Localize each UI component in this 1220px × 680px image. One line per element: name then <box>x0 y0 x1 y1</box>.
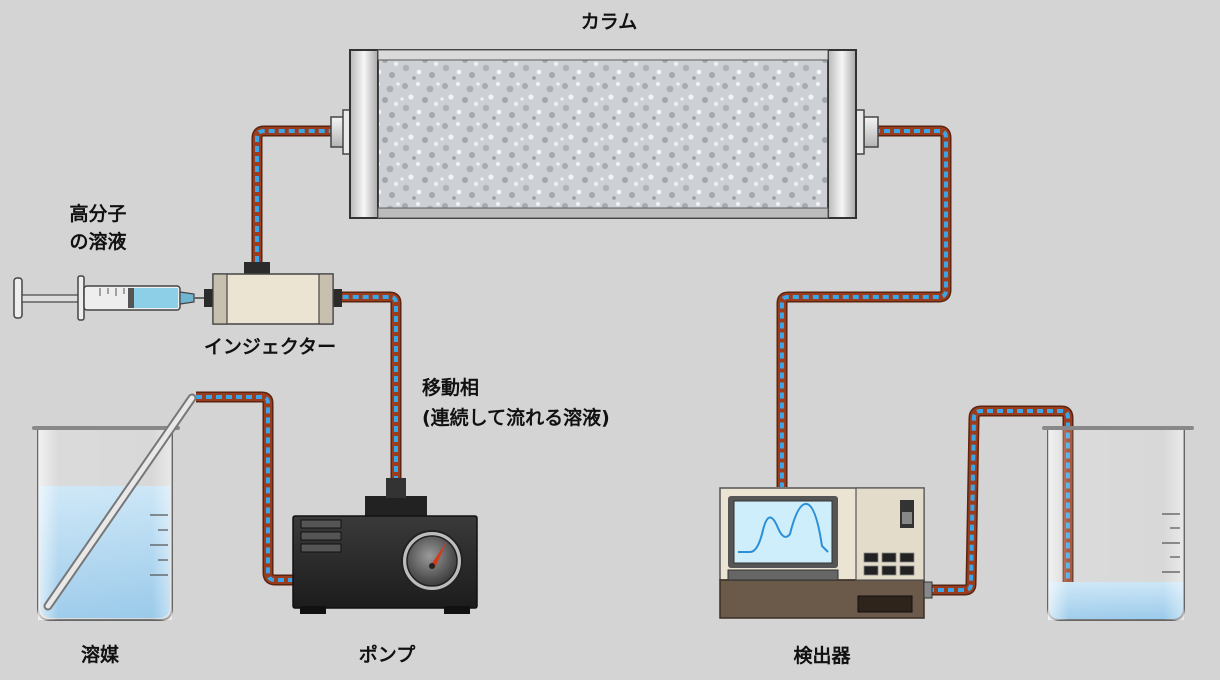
pump-icon <box>292 478 478 614</box>
detector-label: 検出器 <box>793 645 851 667</box>
tube-pump-to-injector <box>338 291 402 492</box>
polymer-solution-label-line1: 高分子 <box>69 203 127 225</box>
tube-body <box>196 393 293 584</box>
tube-body <box>253 127 336 272</box>
tube-flow-stripe <box>255 129 336 272</box>
syringe-icon <box>13 275 206 321</box>
waste-beaker-icon <box>1042 426 1194 621</box>
tube-flow-stripe <box>196 395 293 582</box>
detector-icon <box>719 487 933 619</box>
tube-solvent-to-pump <box>196 391 293 586</box>
injector <box>204 262 342 325</box>
beaker-icon <box>32 393 197 621</box>
column-icon <box>330 49 879 219</box>
column-label: カラム <box>580 11 638 33</box>
mobile-phase-label-line2: (連続して流れる溶液) <box>422 407 610 429</box>
polymer-solution-label-line2: の溶液 <box>69 231 127 253</box>
gauge-icon <box>401 530 463 592</box>
injector-label: インジェクター <box>203 336 337 358</box>
tube-injector-to-column <box>251 125 336 272</box>
pump-label: ポンプ <box>358 644 416 666</box>
tube-flow-stripe <box>338 295 398 492</box>
mobile-phase-label-line1: 移動相 <box>422 377 480 399</box>
tube-flow-stripe <box>780 129 948 487</box>
tube-body <box>338 293 400 492</box>
solvent-label: 溶媒 <box>80 644 120 666</box>
